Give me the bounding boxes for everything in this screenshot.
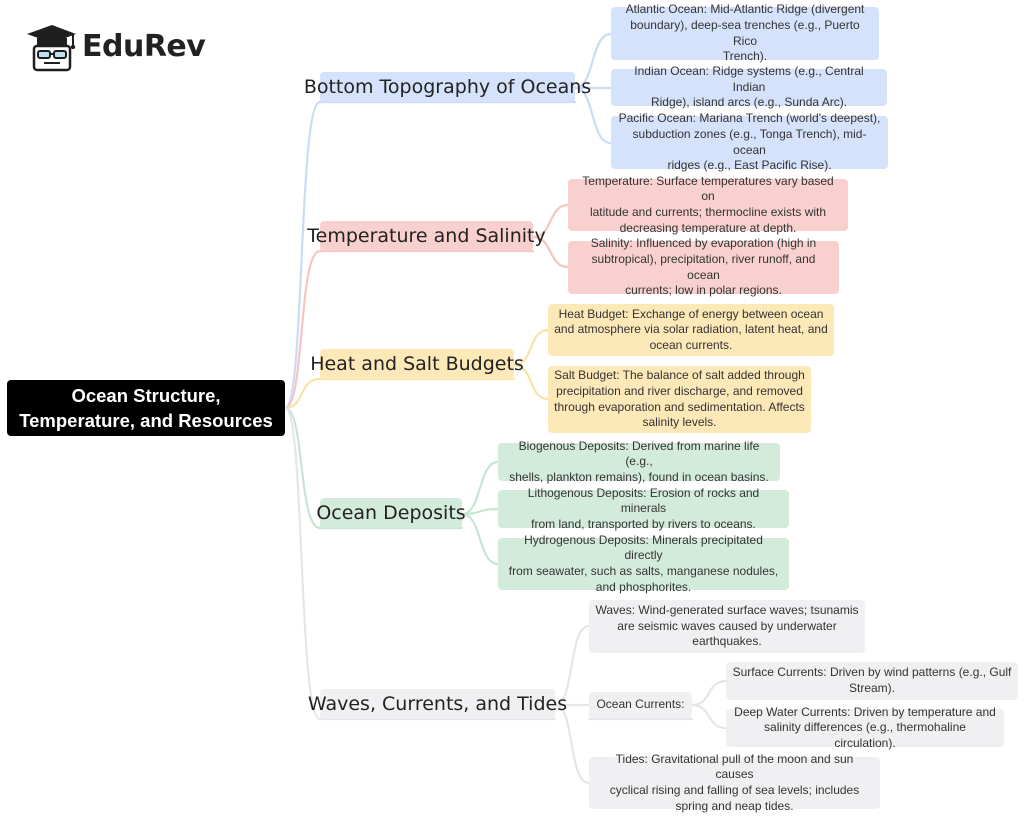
leaf-text-line: Salt Budget: The balance of salt added t… (554, 368, 805, 383)
branch-label: Temperature and Salinity (307, 225, 546, 247)
leaf-hydrogenous-deposits[interactable]: Hydrogenous Deposits: Minerals precipita… (498, 533, 789, 594)
leaf-text-line: Indian Ocean: Ridge systems (e.g., Centr… (634, 64, 864, 94)
leaf-pacific-ocean[interactable]: Pacific Ocean: Mariana Trench (world's d… (611, 111, 888, 172)
leaf-text-line: are seismic waves caused by underwater (617, 618, 837, 633)
leaf-text-line: latitude and currents; thermocline exist… (589, 205, 827, 219)
leaf-text-line: earthquakes. (692, 634, 762, 649)
leaf-text-line: and atmosphere via solar radiation, late… (554, 322, 828, 337)
edurev-logo[interactable]: EduRev (24, 22, 214, 72)
leaf-heat-budget[interactable]: Heat Budget: Exchange of energy between … (548, 304, 834, 356)
leaf-text-line: salinity levels. (642, 415, 717, 430)
connector-lithogenous (460, 507, 500, 516)
root-title-line-1: Ocean Structure, (71, 385, 221, 406)
leaf-text-line: precipitation and river discharge, and r… (556, 383, 803, 398)
leaf-text-line: Atlantic Ocean: Mid-Atlantic Ridge (dive… (625, 2, 865, 17)
leaf-text-line: Deep Water Currents: Driven by temperatu… (734, 704, 996, 719)
root-topic[interactable]: Ocean Structure, Temperature, and Resour… (7, 380, 285, 436)
leaf-text-line: currents; low in polar regions. (625, 283, 782, 298)
branch-bottom-topography[interactable]: Bottom Topography of Oceans (304, 72, 591, 102)
leaf-text-line: Ridge), island arcs (e.g., Sunda Arc). (650, 95, 848, 110)
leaf-text-line: through evaporation and sedimentation. A… (554, 399, 805, 414)
leaf-text-line: Lithogenous Deposits: Erosion of rocks a… (527, 485, 760, 516)
leaf-text-line: Pacific Ocean: Mariana Trench (world's d… (618, 111, 881, 126)
leaf-lithogenous-deposits[interactable]: Lithogenous Deposits: Erosion of rocks a… (498, 486, 789, 531)
leaf-temperature[interactable]: Temperature: Surface temperatures vary b… (568, 174, 848, 235)
leaf-atlantic-ocean[interactable]: Atlantic Ocean: Mid-Atlantic Ridge (dive… (611, 2, 879, 63)
leaf-text-line: Trench). (722, 49, 768, 64)
leaf-waves[interactable]: Waves: Wind-generated surface waves; tsu… (589, 600, 865, 653)
brand-name: EduRev (82, 29, 206, 64)
leaf-text-line: boundary), deep-sea trenches (e.g., Puer… (630, 17, 860, 48)
leaf-text-line: Tides: Gravitational pull of the moon an… (615, 751, 854, 782)
connector-tides (553, 703, 591, 785)
leaf-text-line: Stream). (848, 681, 895, 695)
node-ocean-currents[interactable]: Ocean Currents: (589, 692, 692, 718)
leaf-text-line: and phosphorites. (595, 579, 692, 594)
connector-surface-currents (690, 679, 728, 707)
branch-label: Ocean Deposits (316, 502, 466, 524)
leaf-text-line: Salinity: Influenced by evaporation (hig… (590, 236, 817, 251)
leaf-text-line: Surface Currents: Driven by wind pattern… (732, 665, 1012, 680)
branch-label: Waves, Currents, and Tides (307, 693, 568, 715)
leaf-text-line: subduction zones (e.g., Tonga Trench), m… (632, 126, 867, 157)
leaf-text-line: Hydrogenous Deposits: Minerals precipita… (524, 532, 763, 563)
connector-hydrogenous (460, 512, 500, 566)
graduation-cap-icon (27, 25, 76, 72)
leaf-text-line: from land, transported by rivers to ocea… (531, 516, 756, 531)
branch-label: Heat and Salt Budgets (310, 353, 524, 375)
connector-biogenous (460, 460, 500, 516)
leaf-text-line: spring and neap tides. (675, 798, 794, 813)
leaf-text-line: Biogenous Deposits: Derived from marine … (518, 438, 760, 469)
leaf-salinity[interactable]: Salinity: Influenced by evaporation (hig… (568, 236, 839, 297)
leaf-text-line: Heat Budget: Exchange of energy between … (558, 306, 824, 321)
branch-ocean-deposits[interactable]: Ocean Deposits (316, 498, 466, 528)
branch-waves-currents-tides[interactable]: Waves, Currents, and Tides (308, 689, 567, 719)
connector-root-heat (283, 377, 322, 410)
root-title-line-2: Temperature, and Resources (19, 410, 273, 431)
leaf-deep-water-currents[interactable]: Deep Water Currents: Driven by temperatu… (726, 705, 1004, 750)
branch-heat-salt-budgets[interactable]: Heat and Salt Budgets (310, 349, 524, 379)
connector-root-waves (283, 406, 322, 721)
leaf-indian-ocean[interactable]: Indian Ocean: Ridge systems (e.g., Centr… (611, 64, 887, 109)
leaf-tides[interactable]: Tides: Gravitational pull of the moon an… (589, 752, 880, 813)
leaf-text-line: Temperature: Surface temperatures vary b… (582, 173, 834, 204)
leaf-text-line: subtropical), precipitation, river runof… (591, 251, 816, 282)
leaf-text-line: shells, plankton remains), found in ocea… (509, 469, 769, 484)
leaf-text-line: ridges (e.g., East Pacific Rise). (667, 158, 832, 173)
leaf-surface-currents[interactable]: Surface Currents: Driven by wind pattern… (726, 662, 1018, 700)
leaf-text-line: Ocean Currents: (596, 697, 685, 712)
connector-deep-currents (690, 703, 728, 730)
branch-label: Bottom Topography of Oceans (303, 76, 592, 98)
branch-temperature-salinity[interactable]: Temperature and Salinity (307, 221, 546, 251)
connector-root-deposits (283, 406, 322, 530)
leaf-text-line: salinity differences (e.g., thermohaline… (764, 720, 966, 750)
leaf-text-line: Waves: Wind-generated surface waves; tsu… (595, 603, 859, 618)
leaf-text-line: ocean currents. (649, 337, 733, 352)
leaf-text-line: decreasing temperature at depth. (619, 220, 797, 235)
leaf-salt-budget[interactable]: Salt Budget: The balance of salt added t… (548, 366, 811, 433)
leaf-text-line: cyclical rising and falling of sea level… (609, 783, 860, 797)
leaf-text-line: from seawater, such as salts, manganese … (508, 564, 779, 578)
connector-root-temperature (283, 249, 322, 410)
leaf-biogenous-deposits[interactable]: Biogenous Deposits: Derived from marine … (498, 439, 780, 484)
